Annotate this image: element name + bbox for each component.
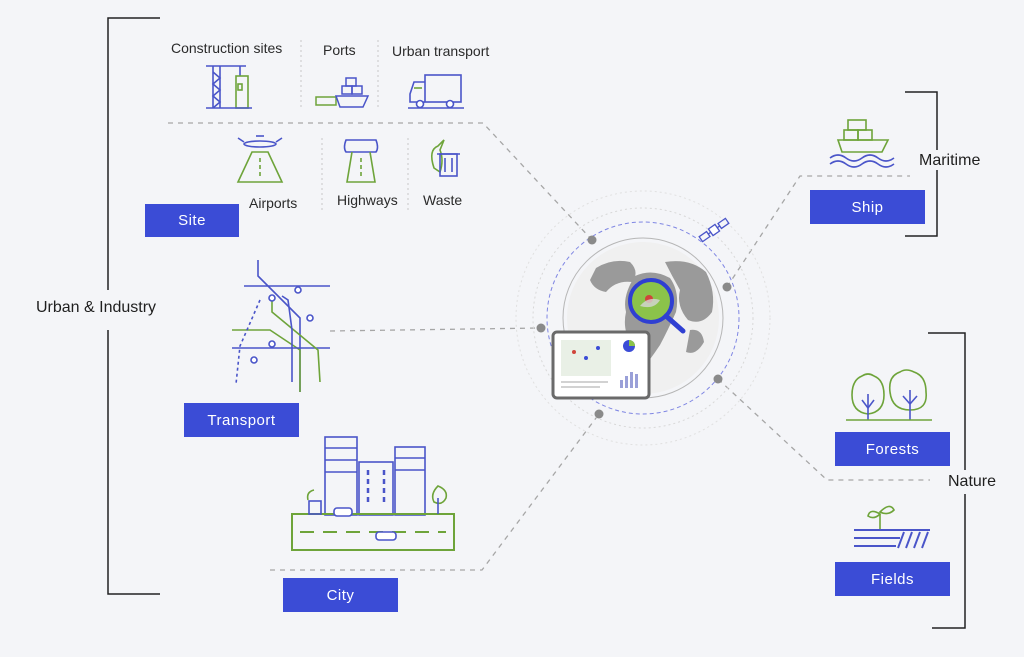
label-construction-sites: Construction sites bbox=[171, 40, 283, 56]
site-button[interactable]: Site bbox=[145, 204, 239, 237]
forests-button[interactable]: Forests bbox=[835, 432, 950, 466]
forest-icon bbox=[846, 369, 932, 421]
connector-nodes bbox=[536, 235, 732, 419]
label-urban-transport: Urban transport bbox=[392, 43, 490, 59]
label-highways: Highways bbox=[337, 192, 398, 208]
crane-icon bbox=[206, 65, 252, 109]
transport-network-icon bbox=[232, 260, 330, 392]
city-icon bbox=[291, 436, 455, 551]
ship-button[interactable]: Ship bbox=[810, 190, 925, 224]
tablet-dashboard-icon bbox=[551, 330, 651, 400]
nature-bracket bbox=[928, 332, 966, 629]
ship-icon bbox=[829, 119, 895, 168]
fields-button[interactable]: Fields bbox=[835, 562, 950, 596]
connector-lines bbox=[168, 122, 930, 571]
field-icon bbox=[854, 505, 930, 549]
label-ports: Ports bbox=[323, 42, 356, 58]
airport-icon bbox=[236, 135, 284, 183]
label-airports: Airports bbox=[249, 195, 298, 211]
transport-button[interactable]: Transport bbox=[184, 403, 299, 437]
satellite-icon bbox=[698, 217, 730, 243]
magnifier-icon bbox=[628, 278, 686, 334]
city-button[interactable]: City bbox=[283, 578, 398, 612]
group-label-maritime: Maritime bbox=[919, 152, 981, 169]
label-waste: Waste bbox=[423, 192, 463, 208]
urban-bracket bbox=[107, 17, 160, 595]
port-icon bbox=[315, 77, 370, 108]
group-label-urban: Urban & Industry bbox=[36, 299, 157, 316]
waste-icon bbox=[430, 139, 460, 177]
group-label-nature: Nature bbox=[948, 473, 997, 490]
truck-icon bbox=[408, 74, 464, 109]
highway-icon bbox=[343, 139, 379, 183]
maritime-bracket bbox=[905, 91, 938, 237]
